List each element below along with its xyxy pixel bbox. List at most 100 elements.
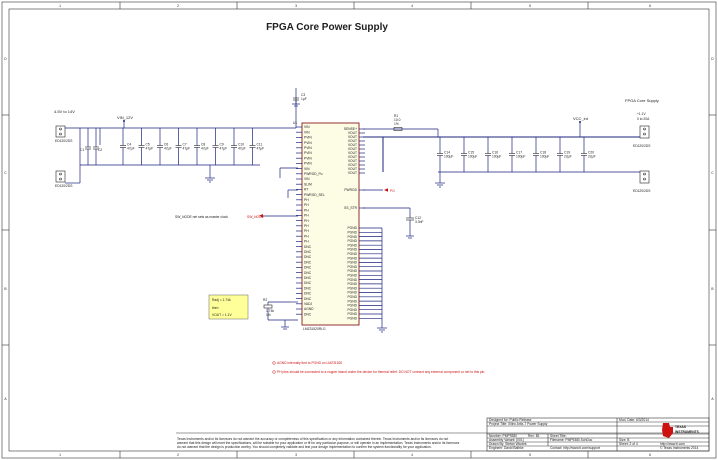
ic-left-pin-label: DNC (304, 260, 312, 264)
ic-left-pin-label: PVIN (304, 146, 312, 150)
ic-right-pin-label: PGND (347, 235, 357, 239)
row-label: D (4, 57, 7, 61)
ic-left-pin-label: PH (304, 208, 309, 212)
output-voltage: +1.1V (637, 112, 647, 116)
col-label: 2 (177, 4, 179, 8)
col-label: 1 (59, 4, 61, 8)
ic-left-pin-label: PVIN (304, 141, 312, 145)
ic-right-pin-label: SENSE+ (344, 127, 357, 131)
cap-ref: C19 (564, 151, 570, 155)
c12-ref: C12 (415, 216, 421, 220)
page-title: FPGA Core Power Supply (266, 22, 388, 33)
note-ph: PH pins should be connected to a copper … (277, 370, 485, 374)
cap-value: 100µF (468, 155, 477, 159)
ic-right-pin-label: PGND (347, 274, 357, 278)
ic-left-pin-label: AGND (304, 307, 314, 311)
cap-value: 47µF (220, 147, 228, 151)
ic-left-pin-label: RT (304, 188, 308, 192)
ic-left-pin-label: DNC (304, 250, 312, 254)
ti-logo-icon (662, 423, 673, 438)
ic-left-pin-label: PH (304, 224, 309, 228)
vcc-int-label: VCC_int (573, 116, 589, 121)
ic-left-pin-label: DNC (304, 276, 312, 280)
ic-left-pin-label: VIN (304, 167, 310, 171)
col-label: 6 (649, 4, 651, 8)
output-section: R1 10.0 1% C14100µFC15100µFC16100µFC1710… (363, 98, 659, 193)
ic-left-pin-label: VIN (304, 177, 310, 181)
col-label: 6 (649, 453, 651, 457)
ic-right-pin-label: PGND (347, 261, 357, 265)
cap-value: 47µF (183, 147, 191, 151)
ic-right-pin-label: VOUT (348, 167, 357, 171)
sw-node-net: SW_NODE (247, 215, 264, 219)
ic-right-pin-label: PGND (347, 231, 357, 235)
input-connector-j2 (55, 170, 66, 183)
note-agnd: AGND internally tied to PGND on LMZ31520 (277, 361, 342, 365)
note-line: Radj = 1.74k (212, 298, 231, 302)
disclaimer-line: do not warrant that the design is produc… (177, 445, 432, 449)
cap-value: 100µF (540, 155, 549, 159)
tb-copyright: © Texas Instruments 2014 (660, 446, 698, 450)
ic-left-pin-label: DNC (304, 312, 312, 316)
ic-left-pin-label: VIN (304, 130, 310, 134)
ic-left-pin-label: DNC (304, 281, 312, 285)
ic-left-pin-label: DNC (304, 286, 312, 290)
r2-value: 1.74k (266, 309, 274, 313)
notes: AGND internally tied to PGND on LMZ31520… (272, 361, 485, 374)
tb-filename: Filename: PMP9380.SchDoc (550, 438, 593, 442)
ic-left-pin-label: DNC (304, 292, 312, 296)
resistor-r2: R2 1.74k 1% (263, 298, 298, 330)
ic-left-pin-label: PVIN (304, 136, 312, 140)
ic-right-pin-label: PGND (347, 291, 357, 295)
ic-right-pin-label: VOUT (348, 159, 357, 163)
cap-ref: C4 (127, 143, 131, 147)
ic-right-pin-label: VOUT (348, 171, 357, 175)
cap-ref: C5 (146, 143, 150, 147)
tb-contact: Contact: http://www.ti.com/support (550, 446, 600, 450)
connector-part-label: ED120/2DS (55, 184, 73, 188)
col-label: 2 (177, 453, 179, 457)
tb-url: http://www.ti.com (660, 442, 685, 446)
cap-value: 47µF (127, 147, 135, 151)
input-connector-j1 (55, 125, 66, 138)
cap-value: 22µF (564, 155, 572, 159)
pgnd-bus (377, 228, 387, 333)
cap-value: 100µF (444, 155, 453, 159)
tb-engineer: Engineer: David Bathke (489, 446, 524, 450)
cap-ref: C2 (98, 148, 102, 152)
ic-right-pin-label: PGND (347, 299, 357, 303)
cap-ref: C11 (257, 143, 263, 147)
ic-right-pin-label: PGND (347, 243, 357, 247)
tb-drawn-by: Drawn By: Stefan Wlodek (489, 442, 527, 446)
cap-value: 47µF (164, 147, 172, 151)
row-label: B (4, 287, 7, 291)
row-label: C (711, 171, 714, 175)
ic-left-pin-label: DNC (304, 266, 312, 270)
cap-ref: C1 (80, 148, 84, 152)
ic-right-pin-label: PGND (347, 269, 357, 273)
cap-ref: C8 (201, 143, 205, 147)
tb-rev: Rev: B1 (528, 434, 540, 438)
output-section-label: FPGA Core Supply (625, 98, 659, 103)
output-cap-bank: C14100µFC15100µFC16100µFC17100µFC18100µF… (437, 137, 596, 172)
cap-ref: C10 (238, 143, 244, 147)
ic-u1: U1 LMZ31520RLG VINVINPVINPVINPVINPVINPVI… (293, 121, 382, 331)
vin-rail-label: VIN_12V (117, 115, 133, 120)
r1-value: 10.0 (394, 118, 401, 122)
ic-left-pin-label: PH (304, 203, 309, 207)
ic-left-pin-label: VIN (304, 125, 310, 129)
cap-ref: C20 (588, 151, 594, 155)
ic-left-pin-label: DNC (304, 271, 312, 275)
pg-net: PG (390, 189, 395, 193)
tb-sheet-title: Sheet Title: (550, 434, 567, 438)
row-label: D (711, 57, 714, 61)
